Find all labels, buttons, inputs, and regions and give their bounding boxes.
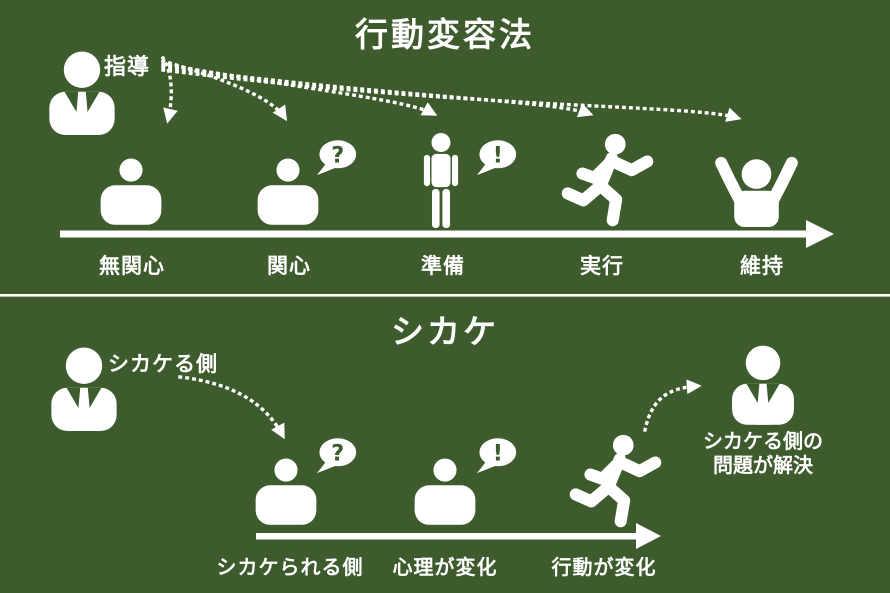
- exclamation-bubble-icon: !: [477, 438, 517, 474]
- person-bust-icon: [253, 456, 319, 525]
- question-glyph: ?: [331, 440, 344, 466]
- running-person-icon: [560, 133, 655, 228]
- question-bubble-icon: ?: [317, 438, 357, 474]
- top-section-title: 行動変容法: [355, 15, 535, 54]
- shikake-actor-label: シカケる側: [108, 352, 218, 376]
- question-bubble-icon: ?: [317, 140, 357, 176]
- dotted-arrow-problem-solved: [642, 379, 702, 433]
- top-timeline-arrow-shaft: [60, 230, 810, 238]
- person-bust-icon: [98, 156, 164, 225]
- cheering-person-icon: [710, 149, 803, 227]
- stage-label-shikake-target: シカケられる側: [216, 555, 364, 579]
- stage-label-action: 実行: [580, 254, 624, 278]
- bottom-timeline-arrow-head: [636, 523, 661, 549]
- stage-label-preparation: 準備: [421, 254, 465, 278]
- stage-label-behavior-change: 行動が変化: [551, 555, 657, 579]
- stage-label-psychology-change: 心理が変化: [392, 555, 498, 579]
- dotted-arrow-to-stage2: [160, 58, 288, 122]
- result-label-line2: 問題が解決: [713, 452, 813, 477]
- running-person-icon: [568, 434, 663, 529]
- dotted-arrow-shikake-target: [178, 375, 286, 440]
- section-divider: [0, 294, 890, 297]
- stage-label-contemplation: 関心: [267, 254, 311, 278]
- person-bust-icon: [412, 456, 478, 525]
- business-person-icon: [727, 344, 799, 425]
- dotted-arrow-to-stage1: [160, 55, 178, 124]
- coach-label: 指導: [104, 55, 151, 80]
- bottom-timeline-arrow-shaft: [256, 533, 638, 540]
- exclamation-bubble-icon: !: [477, 140, 517, 176]
- top-timeline-arrow-head: [806, 220, 834, 248]
- result-label-line1: シカケる側の: [703, 429, 823, 453]
- dotted-arrow-to-stage5: [161, 68, 742, 122]
- bottom-section-title: シカケ: [391, 312, 499, 351]
- question-glyph: ?: [331, 142, 344, 168]
- result-label: シカケる側の 問題が解決: [703, 429, 823, 477]
- exclamation-glyph: !: [493, 142, 503, 168]
- standing-person-icon: [420, 133, 462, 228]
- person-bust-icon: [255, 156, 321, 225]
- stage-label-precontemplation: 無関心: [99, 254, 165, 278]
- exclamation-glyph: !: [493, 440, 503, 466]
- stage-label-maintenance: 維持: [740, 254, 784, 278]
